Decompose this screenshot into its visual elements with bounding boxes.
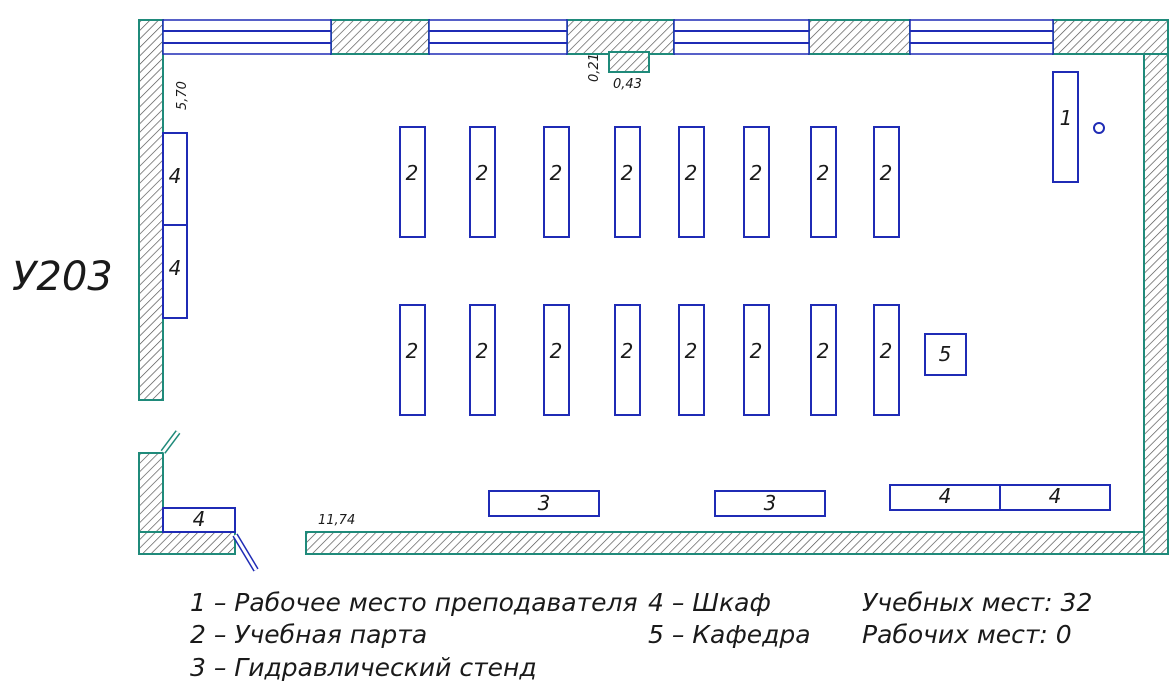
desk-number: 2 — [476, 161, 489, 185]
student-desk[interactable]: 2 — [743, 126, 770, 238]
student-desk[interactable]: 2 — [873, 126, 900, 238]
student-desk[interactable]: 2 — [678, 304, 705, 416]
dimension-room-width: 5,70 — [175, 81, 190, 110]
wall-bottom — [305, 531, 1169, 555]
dimensions: 0,21 0,43 5,70 11,74 — [175, 53, 642, 528]
cabinet[interactable]: 4 — [162, 224, 188, 319]
doors — [160, 430, 259, 572]
student-desk[interactable]: 2 — [543, 126, 570, 238]
power-outlet-icon — [1093, 122, 1105, 134]
stand-number: 3 — [538, 491, 551, 515]
hydraulic-stands: 3 3 — [488, 490, 826, 517]
hydraulic-stand[interactable]: 3 — [714, 490, 826, 517]
student-desk[interactable]: 2 — [469, 126, 496, 238]
lectern[interactable]: 5 — [924, 333, 967, 376]
student-desk[interactable]: 2 — [399, 304, 426, 416]
cabinet-number: 4 — [169, 164, 182, 188]
student-desk[interactable]: 2 — [873, 304, 900, 416]
student-desk[interactable]: 2 — [614, 304, 641, 416]
cabinet-number: 4 — [939, 484, 952, 508]
student-desk[interactable]: 2 — [469, 304, 496, 416]
desk-number: 2 — [476, 339, 489, 363]
hydraulic-stand[interactable]: 3 — [488, 490, 600, 517]
dimension-room-length: 11,74 — [318, 513, 355, 528]
legend: 1 – Рабочее место преподавателя 2 – Учеб… — [190, 588, 1092, 682]
cabinet[interactable]: 4 — [162, 507, 236, 533]
legend-item: 1 – Рабочее место преподавателя — [190, 588, 638, 617]
desk-number: 2 — [685, 339, 698, 363]
walls — [138, 19, 1169, 555]
door-leaf-lower — [233, 534, 258, 571]
desk-number: 2 — [750, 339, 763, 363]
student-desk[interactable]: 2 — [614, 126, 641, 238]
lectern-number: 5 — [939, 342, 952, 366]
desk-number: 2 — [621, 161, 634, 185]
student-desk[interactable]: 2 — [678, 126, 705, 238]
cabinet[interactable]: 4 — [889, 484, 1001, 511]
student-desk[interactable]: 2 — [543, 304, 570, 416]
wall-bottom-left — [138, 531, 236, 555]
student-desk[interactable]: 2 — [743, 304, 770, 416]
desk-number: 2 — [817, 161, 830, 185]
legend-item: 5 – Кафедра — [648, 620, 811, 649]
student-desk[interactable]: 2 — [810, 304, 837, 416]
desk-number: 2 — [550, 161, 563, 185]
wall-right — [1143, 19, 1169, 555]
teacher-desk-number: 1 — [1060, 106, 1073, 130]
desk-number: 2 — [880, 161, 893, 185]
teacher-desk[interactable]: 1 — [1052, 71, 1105, 183]
seat-count: Учебных мест: 32 — [862, 588, 1092, 617]
wall-pier-corner — [1052, 19, 1169, 55]
desk-number: 2 — [750, 161, 763, 185]
desk-number: 2 — [406, 161, 419, 185]
cabinet-number: 4 — [193, 507, 206, 531]
dimension-pier-width: 0,43 — [613, 77, 642, 92]
student-desk[interactable]: 2 — [399, 126, 426, 238]
wall-pier — [330, 19, 430, 55]
room-code: У203 — [12, 254, 113, 300]
window — [673, 19, 810, 55]
cabinet[interactable]: 4 — [162, 132, 188, 226]
workplace-count: Рабочих мест: 0 — [862, 620, 1072, 649]
desk-number: 2 — [406, 339, 419, 363]
wall-pier — [808, 19, 911, 55]
student-desk[interactable]: 2 — [810, 126, 837, 238]
window — [909, 19, 1054, 55]
cabinet[interactable]: 4 — [999, 484, 1111, 511]
cabinet-number: 4 — [169, 256, 182, 280]
desk-number: 2 — [880, 339, 893, 363]
legend-item: 4 – Шкаф — [648, 588, 771, 617]
wall-left-upper — [138, 19, 164, 401]
door-leaf-upper — [161, 431, 180, 453]
wall-pier-column — [566, 19, 675, 55]
desk-number: 2 — [685, 161, 698, 185]
dimension-wall-thickness: 0,21 — [587, 53, 602, 82]
desk-number: 2 — [817, 339, 830, 363]
legend-item: 2 – Учебная парта — [190, 620, 427, 649]
cabinet-number: 4 — [1049, 484, 1062, 508]
window — [162, 19, 332, 55]
student-desks: 2 2 2 2 2 2 2 2 2 2 2 2 2 2 2 2 — [399, 126, 900, 416]
desk-number: 2 — [550, 339, 563, 363]
desk-number: 2 — [621, 339, 634, 363]
windows — [162, 19, 1054, 55]
wall-column — [608, 51, 650, 73]
legend-item: 3 – Гидравлический стенд — [190, 653, 537, 682]
stand-number: 3 — [764, 491, 777, 515]
window — [428, 19, 568, 55]
cabinets: 4 4 4 4 4 — [162, 132, 1111, 533]
